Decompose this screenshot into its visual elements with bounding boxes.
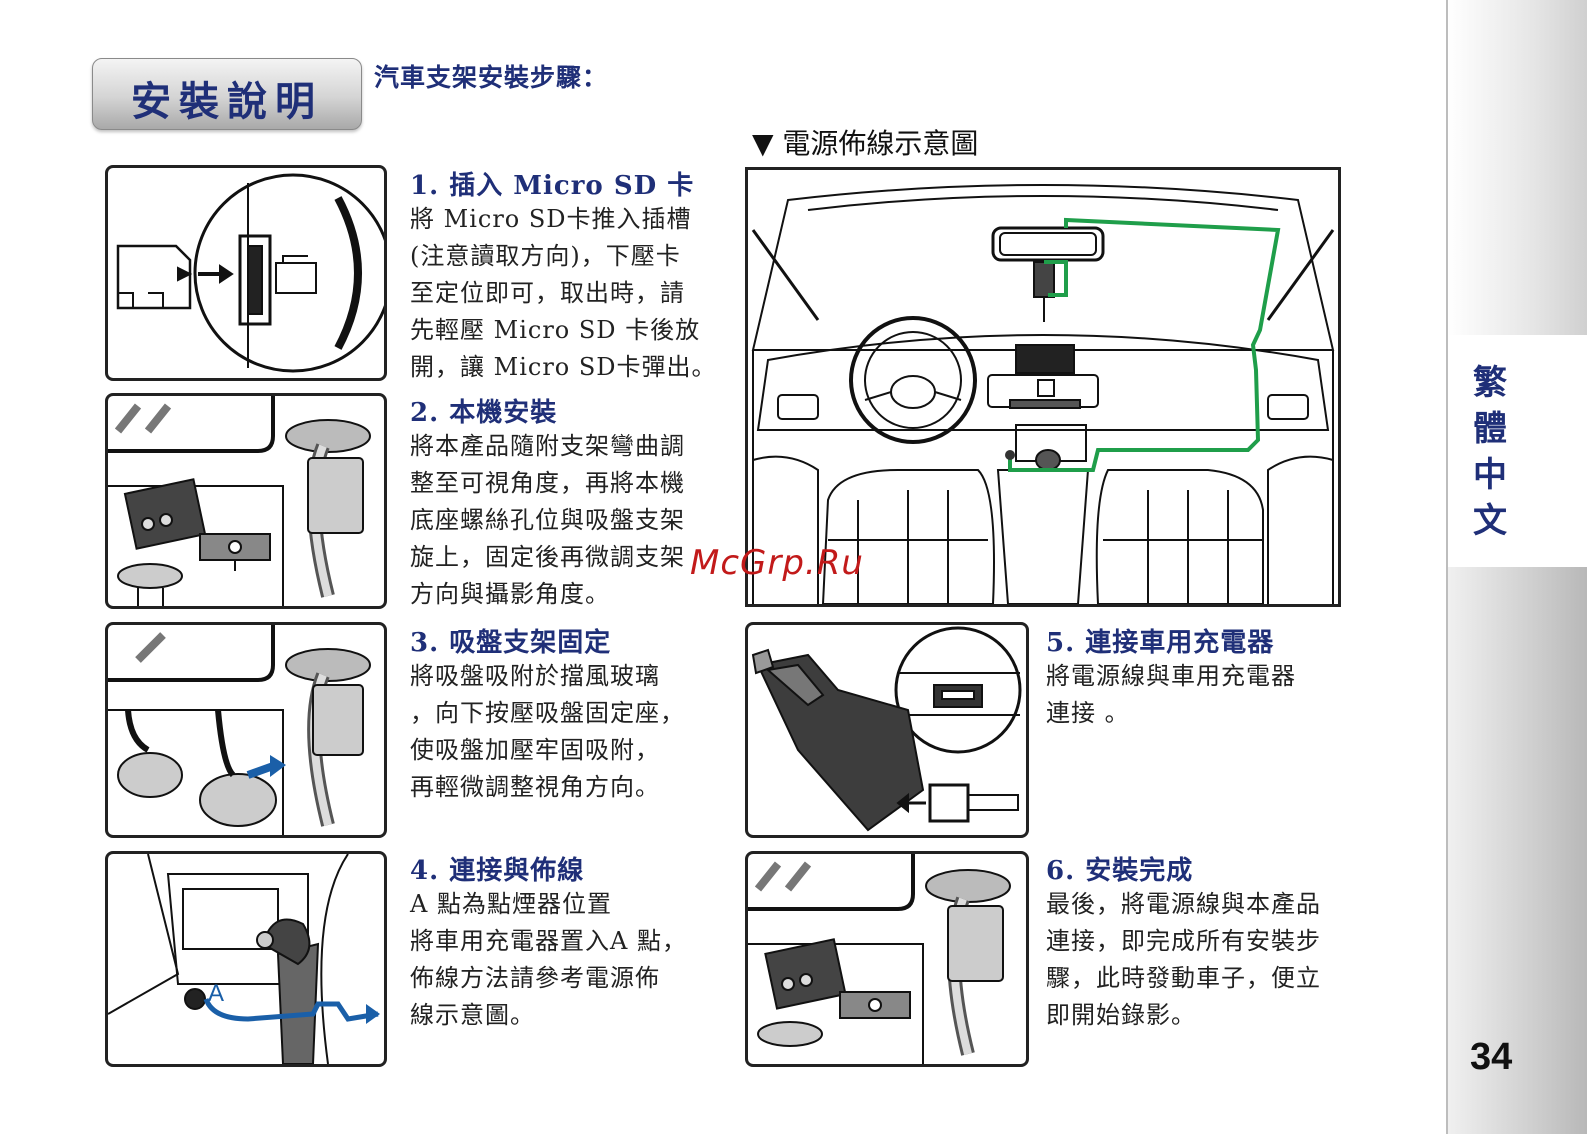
point-a-label: A xyxy=(208,980,224,1007)
step5-heading: 5. 連接車用充電器 xyxy=(1046,628,1275,658)
step1-illustration xyxy=(105,165,387,381)
step4-illustration: A xyxy=(105,851,387,1067)
step3-illustration xyxy=(105,622,387,838)
step6-illustration xyxy=(745,851,1029,1067)
step3-text: 將吸盤吸附於擋風玻璃 ，向下按壓吸盤固定座， 使吸盤加壓牢固吸附， 再輕微調整視… xyxy=(410,662,685,801)
wiring-diagram xyxy=(745,167,1341,607)
page-subtitle: 汽車支架安裝步驟： xyxy=(374,63,609,92)
watermark: McGrp.Ru xyxy=(690,543,864,583)
side-tab-top xyxy=(1446,0,1587,335)
side-tab-language xyxy=(1446,335,1587,567)
section-title: 安裝說明 xyxy=(131,78,323,125)
step2-heading: 2. 本機安裝 xyxy=(410,398,558,428)
step5-illustration xyxy=(745,622,1029,838)
step2-illustration xyxy=(105,393,387,609)
section-badge: 安裝說明 xyxy=(92,58,362,130)
step4-heading: 4. 連接與佈線 xyxy=(410,856,585,886)
step4-text: A 點為點煙器位置 將車用充電器置入A 點， 佈線方法請參考電源佈 線示意圖。 xyxy=(410,890,687,1029)
step1-text: 將 Micro SD卡推入插槽 (注意讀取方向)，下壓卡 至定位即可，取出時，請… xyxy=(410,205,717,381)
wiring-diagram-title: ▼ 電源佈線示意圖 xyxy=(752,127,979,160)
step6-heading: 6. 安裝完成 xyxy=(1046,856,1194,886)
language-label: 繁體中文 xyxy=(1473,363,1507,541)
step5-text: 將電源線與車用充電器 連接 。 xyxy=(1046,662,1296,727)
step3-heading: 3. 吸盤支架固定 xyxy=(410,628,612,658)
step6-text: 最後，將電源線與本產品 連接，即完成所有安裝步 驟，此時發動車子，便立 即開始錄… xyxy=(1046,890,1321,1029)
step2-text: 將本產品隨附支架彎曲調 整至可視角度，再將本機 底座螺絲孔位與吸盤支架 旋上，固… xyxy=(410,432,685,608)
side-tab-bottom xyxy=(1446,567,1587,1134)
step1-heading: 1. 插入 Micro SD 卡 xyxy=(410,171,695,201)
page-number: 34 xyxy=(1470,1036,1513,1078)
